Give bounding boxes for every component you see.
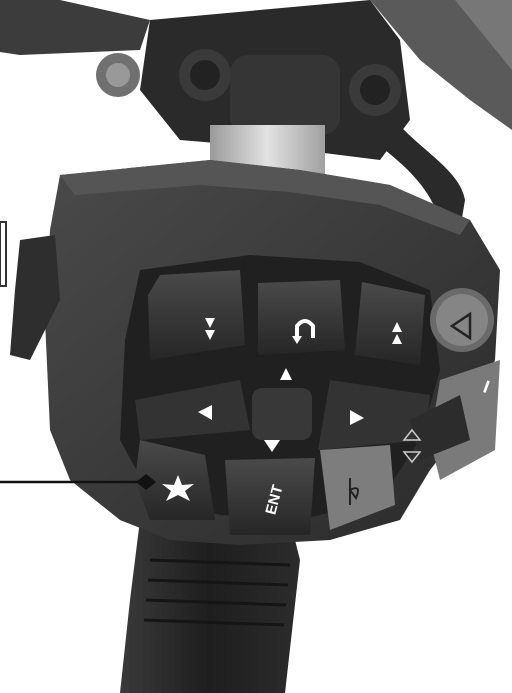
star-icon [162,475,194,501]
hazard-button[interactable] [430,288,494,352]
u-turn-icon [292,319,315,344]
turn-signal-label: I [481,377,493,398]
triangle-right-icon [350,410,364,425]
horn-button[interactable] [320,445,395,530]
horn-icon [348,478,359,505]
hazard-triangle-icon [449,311,472,341]
handlebar-grip [120,520,300,693]
handlebar-clamp [96,0,410,160]
callout-line [0,474,156,490]
joystick-center[interactable] [252,388,312,440]
double-arrow-down-icon [205,318,215,340]
joystick[interactable] [135,368,430,452]
side-panel [0,221,7,287]
turn-signal-lever[interactable]: I [402,360,500,480]
double-arrow-up-icon [392,322,402,344]
button-top-right[interactable] [355,282,425,365]
triangle-up-icon [280,368,292,380]
frame-tubes [0,0,512,130]
turn-signal-icon [402,428,422,464]
enter-button[interactable]: ENT [225,458,315,535]
triangle-down-icon [264,440,280,452]
button-top-left[interactable] [148,270,245,360]
star-button[interactable] [135,440,215,520]
button-top-center[interactable] [258,280,345,355]
grip-ribs [143,558,291,627]
triangle-left-icon [198,405,212,420]
wiring-cable [385,120,465,230]
